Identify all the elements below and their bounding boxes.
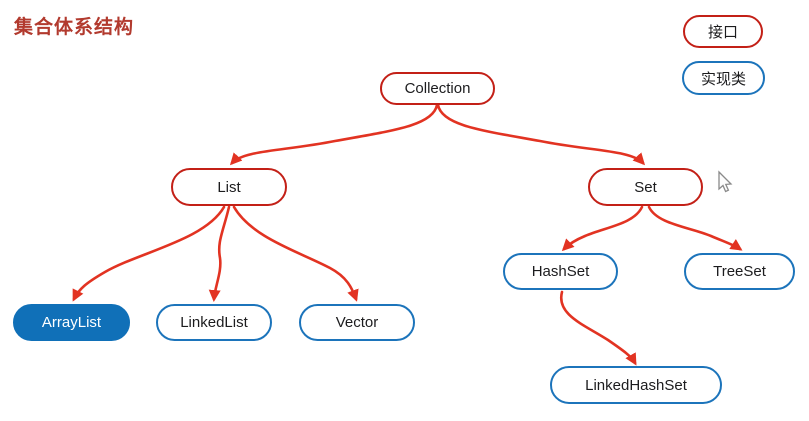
node-set-label: Set bbox=[634, 178, 657, 196]
node-hashset-label: HashSet bbox=[531, 263, 590, 280]
node-arraylist-label: ArrayList bbox=[41, 314, 102, 331]
node-list-label: List bbox=[217, 178, 241, 196]
edge-list-arraylist bbox=[72, 205, 226, 302]
edge-set-hashset bbox=[561, 205, 644, 252]
node-hashset: HashSet bbox=[503, 253, 618, 290]
node-treeset: TreeSet bbox=[684, 253, 795, 290]
node-linkedlist: LinkedList bbox=[156, 304, 272, 341]
edge-collection-set bbox=[436, 103, 646, 166]
node-list: List bbox=[171, 168, 287, 206]
legend-interface-pill: 接口 bbox=[683, 15, 763, 48]
node-treeset-label: TreeSet bbox=[713, 263, 766, 280]
legend-class-pill: 实现类 bbox=[682, 61, 765, 95]
mouse-cursor bbox=[718, 170, 733, 193]
node-vector: Vector bbox=[299, 304, 415, 341]
node-set: Set bbox=[588, 168, 703, 206]
edge-hashset-linkedhashset bbox=[559, 290, 637, 366]
node-collection-label: Collection bbox=[404, 80, 471, 97]
node-arraylist: ArrayList bbox=[13, 304, 130, 341]
legend-interface-label: 接口 bbox=[707, 24, 738, 41]
node-collection: Collection bbox=[380, 72, 495, 105]
node-vector-label: Vector bbox=[335, 314, 379, 331]
legend-class-label: 实现类 bbox=[700, 70, 746, 88]
node-linkedlist-label: LinkedList bbox=[180, 314, 248, 331]
page-title: 集合体系结构 bbox=[14, 17, 135, 38]
edge-list-linkedlist bbox=[208, 205, 231, 302]
edge-list-vector bbox=[232, 205, 359, 302]
edge-set-treeset bbox=[647, 205, 743, 251]
edge-collection-list bbox=[229, 103, 439, 166]
node-linkedhashset: LinkedHashSet bbox=[550, 366, 722, 404]
node-linkedhashset-label: LinkedHashSet bbox=[585, 376, 687, 394]
